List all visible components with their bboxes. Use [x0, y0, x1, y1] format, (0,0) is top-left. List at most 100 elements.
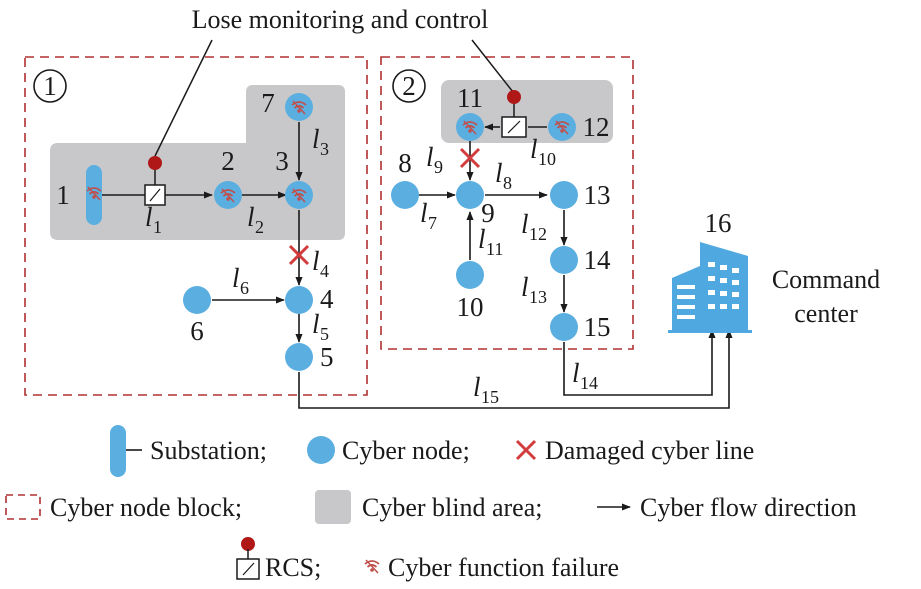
node-label-14: 14 — [584, 245, 612, 275]
cyber-node-block-1 — [24, 56, 368, 396]
annotation-lose-monitoring: Lose monitoring and control — [192, 5, 489, 34]
svg-text:8: 8 — [503, 173, 512, 193]
node-label-6: 6 — [190, 316, 204, 346]
svg-text:l: l — [530, 134, 538, 164]
cyber-node-4 — [285, 286, 313, 314]
command-center-label-1: Command — [772, 265, 880, 294]
svg-text:1: 1 — [43, 71, 57, 101]
rcs-device-l1 — [144, 156, 166, 206]
legend-node-block-text: Cyber node block; — [50, 493, 242, 522]
cyber-node-8 — [391, 181, 419, 209]
rcs-device-l10 — [501, 90, 527, 138]
node-label-13: 13 — [584, 180, 611, 210]
cyber-node-11 — [456, 113, 484, 141]
legend-function-failure-text: Cyber function failure — [388, 553, 619, 582]
svg-text:13: 13 — [529, 287, 547, 307]
legend-node-block-icon — [5, 494, 41, 520]
svg-text:6: 6 — [240, 278, 249, 298]
cyber-node-14 — [550, 246, 578, 274]
cyber-node-6 — [183, 286, 211, 314]
svg-text:l: l — [232, 263, 240, 293]
cyber-node-12 — [548, 113, 576, 141]
legend-blind-area-text: Cyber blind area; — [362, 493, 543, 522]
building-icon — [668, 242, 752, 333]
node-label-3: 3 — [275, 146, 289, 176]
node-label-8: 8 — [398, 148, 412, 178]
command-center-label-2: center — [794, 299, 858, 328]
cyber-node-10 — [456, 261, 484, 289]
node-label-15: 15 — [584, 312, 611, 342]
svg-text:7: 7 — [428, 213, 437, 233]
svg-text:2: 2 — [255, 217, 264, 237]
cyber-node-13 — [550, 181, 578, 209]
legend-wifi-failure-icon — [364, 559, 380, 574]
legend-damaged-line-icon — [515, 439, 537, 461]
svg-text:14: 14 — [580, 373, 598, 393]
legend-cyber-node-icon — [307, 436, 335, 464]
svg-text:l: l — [473, 372, 481, 402]
svg-text:l: l — [521, 209, 529, 239]
legend-damaged-line-text: Damaged cyber line — [545, 436, 754, 465]
svg-text:l: l — [521, 272, 529, 302]
node-label-1: 1 — [56, 180, 70, 210]
svg-text:l: l — [572, 358, 580, 388]
legend-rcs-text: RCS; — [265, 553, 321, 582]
legend-rcs-icon — [236, 537, 260, 580]
svg-text:12: 12 — [529, 224, 547, 244]
node-label-7: 7 — [261, 88, 275, 118]
node-label-10: 10 — [457, 292, 484, 322]
cyber-node-5 — [285, 343, 313, 371]
svg-text:l: l — [426, 142, 434, 172]
svg-text:l: l — [420, 198, 428, 228]
svg-text:l: l — [312, 309, 320, 339]
cyber-node-9 — [456, 181, 484, 209]
cyber-node-block-2 — [380, 56, 634, 350]
cyber-node-7 — [285, 93, 313, 121]
damaged-line-l9-mark — [459, 147, 481, 169]
svg-text:l: l — [312, 246, 320, 276]
legend: Substation; Cyber node; Damaged cyber li… — [5, 425, 857, 582]
node-label-4: 4 — [320, 284, 334, 314]
block-2-badge: 2 — [392, 69, 426, 103]
node-label-12: 12 — [583, 112, 610, 142]
block-1-badge: 1 — [33, 69, 67, 103]
svg-text:4: 4 — [320, 261, 329, 281]
node-label-2: 2 — [221, 146, 235, 176]
node-label-11: 11 — [457, 83, 483, 113]
svg-text:9: 9 — [434, 157, 443, 177]
node-label-16: 16 — [705, 208, 732, 238]
svg-text:l: l — [478, 224, 486, 254]
svg-text:1: 1 — [153, 217, 162, 237]
substation-node-1 — [86, 165, 102, 225]
blind-area-block-1 — [50, 85, 345, 240]
svg-text:3: 3 — [320, 139, 329, 159]
svg-text:5: 5 — [320, 324, 329, 344]
svg-text:2: 2 — [402, 71, 416, 101]
legend-substation-icon — [110, 425, 126, 477]
svg-text:l: l — [247, 202, 255, 232]
svg-text:15: 15 — [481, 387, 499, 407]
svg-text:l: l — [312, 124, 320, 154]
svg-text:l: l — [495, 158, 503, 188]
legend-flow-direction-text: Cyber flow direction — [640, 493, 857, 522]
legend-blind-area-icon — [315, 490, 351, 524]
svg-text:10: 10 — [538, 149, 556, 169]
svg-text:l: l — [145, 202, 153, 232]
node-label-9: 9 — [481, 198, 495, 228]
node-label-5: 5 — [320, 342, 334, 372]
cyber-node-15 — [550, 313, 578, 341]
